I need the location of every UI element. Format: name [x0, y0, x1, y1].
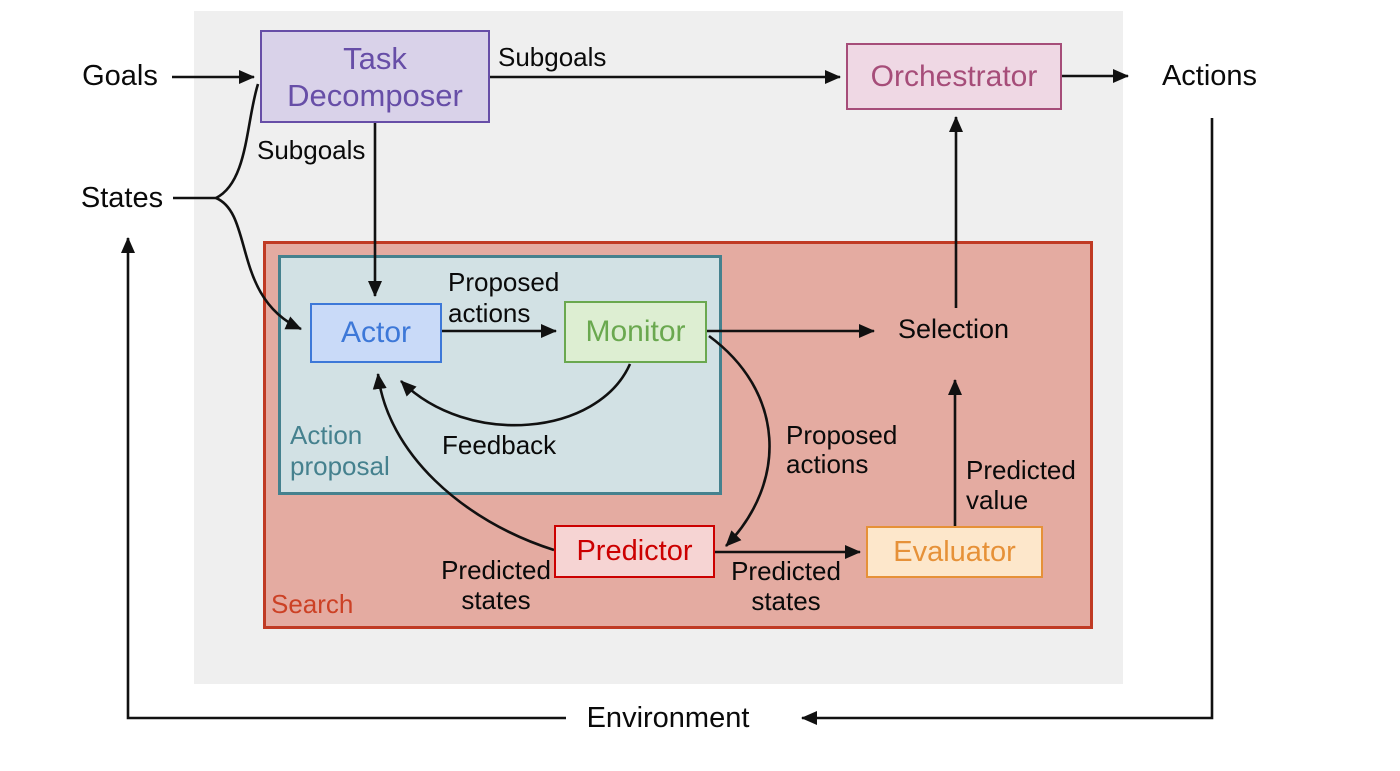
predictor-node: Predictor: [554, 525, 715, 578]
predicted-value-edge-label: Predicted value: [966, 455, 1076, 515]
orchestrator-node: Orchestrator: [846, 43, 1062, 110]
arrow-environment-to-states: [121, 237, 566, 720]
monitor-node: Monitor: [564, 301, 707, 363]
environment-label: Environment: [586, 702, 750, 734]
arrow-states-to-actor: [215, 196, 302, 331]
search-region-label: Search: [271, 589, 354, 619]
predicted-states-right-edge-label: Predicted states: [731, 556, 841, 616]
arrow-actions-to-environment: [801, 118, 1214, 725]
task-decomposer-node: Task Decomposer: [260, 30, 490, 123]
actor-node: Actor: [310, 303, 442, 363]
arrow-monitor-to-predictor: [708, 334, 771, 547]
feedback-edge-label: Feedback: [442, 430, 557, 460]
proposed-actions-right-edge-label: Proposed actions: [786, 420, 898, 479]
curve-states-to-task-decomposer: [215, 83, 260, 200]
action-proposal-region-label: Action proposal: [290, 420, 390, 481]
selection-label: Selection: [898, 314, 1010, 344]
evaluator-node: Evaluator: [866, 526, 1043, 578]
subgoals-top-edge-label: Subgoals: [498, 42, 607, 72]
predicted-states-left-edge-label: Predicted states: [441, 555, 551, 615]
arrow-predictor-to-actor: [372, 373, 555, 552]
proposed-actions-top-edge-label: Proposed actions: [448, 267, 560, 328]
arrow-feedback-monitor-to-actor: [400, 363, 632, 427]
states-label: States: [80, 182, 164, 214]
subgoals-left-edge-label: Subgoals: [257, 135, 366, 165]
actions-label: Actions: [1161, 60, 1258, 92]
goals-label: Goals: [82, 60, 158, 92]
action-proposal-region: [278, 255, 722, 495]
